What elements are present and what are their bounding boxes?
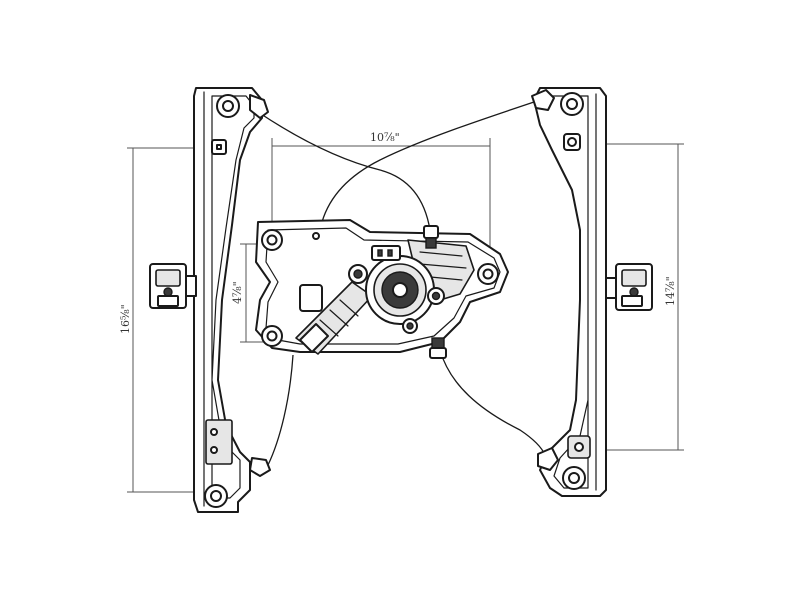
dimension-motor-height-label: 4⅞" [231, 281, 244, 304]
cable-tensioner-top [423, 225, 439, 249]
left-rail [193, 87, 271, 513]
dimension-top-width-label: 10⅞" [370, 131, 400, 144]
dimension-right-height-label: 14⅞" [664, 276, 677, 306]
right-rail-top-pulley [531, 89, 555, 111]
right-rail [531, 87, 607, 497]
cables [257, 99, 546, 466]
right-rail-bottom-pulley [537, 447, 559, 471]
left-rail-lower-slider [205, 419, 233, 465]
dimension-right-height: 14⅞" [600, 143, 684, 451]
cable-tensioner-bottom [429, 337, 447, 359]
dimension-left-height-label: 16⅝" [119, 304, 132, 334]
dimension-left-height: 16⅝" [119, 147, 205, 493]
left-mount-clip [149, 263, 197, 309]
window-motor [295, 245, 445, 355]
dimension-top-width: 10⅞" [271, 131, 491, 262]
right-mount-clip [605, 263, 653, 311]
dimension-motor-height: 4⅞" [231, 243, 270, 343]
motor-connector [371, 245, 401, 261]
left-rail-top-pulley [249, 94, 269, 119]
left-rail-bottom-pulley [249, 457, 271, 477]
